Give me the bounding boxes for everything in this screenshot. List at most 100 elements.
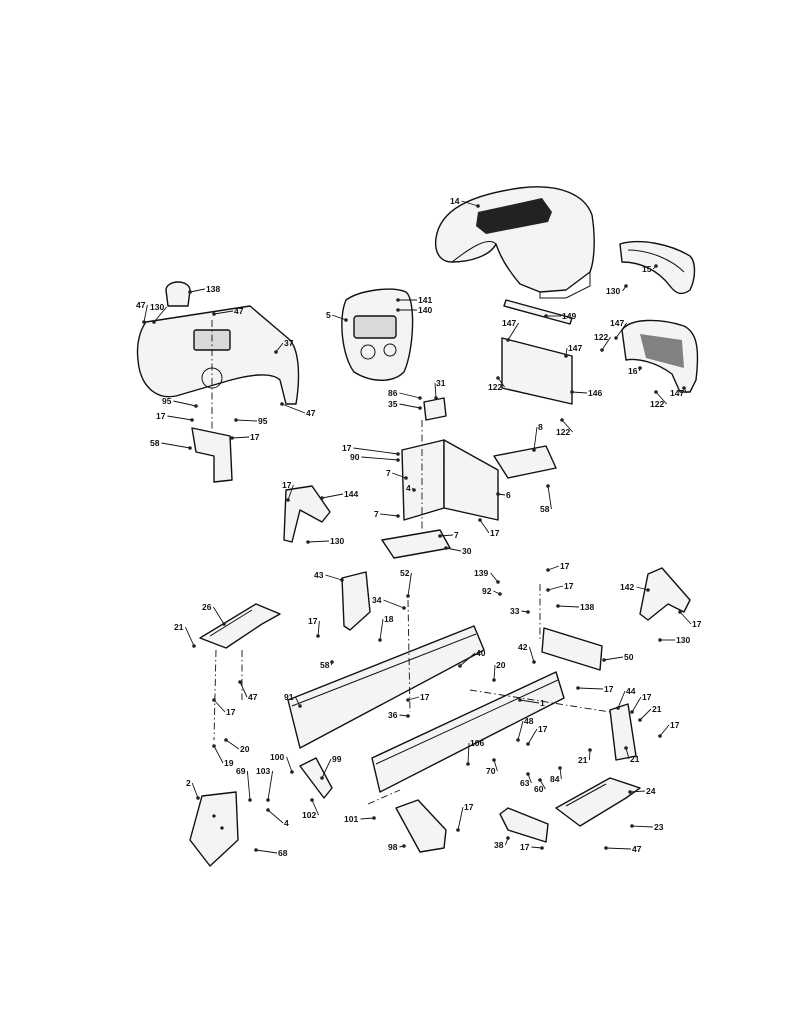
fastener-c31 — [434, 396, 438, 400]
dashboard-panel-5 — [341, 288, 414, 381]
callout-c60: 60 — [534, 784, 544, 794]
fastener-c34 — [402, 606, 406, 610]
fastener-c103 — [266, 798, 270, 802]
leader-c17c — [353, 447, 399, 455]
leader-c7a — [392, 472, 407, 479]
leader-c142 — [636, 586, 649, 591]
fastener-c95a — [194, 404, 198, 408]
callout-c47a: 47 — [136, 300, 146, 310]
fastener-c60 — [538, 778, 542, 782]
leader-c44 — [617, 690, 626, 709]
footrest-24 — [555, 777, 641, 827]
fastener-c20b — [224, 738, 228, 742]
fastener-c98 — [402, 844, 406, 848]
leader-c20a — [493, 664, 496, 681]
leader-c50 — [603, 656, 624, 661]
leader-c43 — [325, 574, 343, 581]
fastener-c15 — [654, 264, 658, 268]
fastener-c17g — [546, 588, 550, 592]
callout-c17b: 17 — [250, 432, 260, 442]
callout-c17h: 17 — [692, 619, 702, 629]
leader-c4b — [267, 809, 284, 824]
fastener-c63 — [526, 772, 530, 776]
callout-c101: 101 — [344, 814, 358, 824]
leader-c17d — [479, 519, 490, 534]
leader-c52 — [407, 572, 412, 597]
fastener-c47a — [142, 320, 146, 324]
fastener-c2 — [196, 796, 200, 800]
callout-c17e: 17 — [282, 480, 292, 490]
leader-c47d — [239, 681, 248, 698]
fastener-c47b — [212, 312, 216, 316]
callout-c17g: 17 — [564, 581, 574, 591]
callout-c7c: 7 — [454, 530, 459, 540]
callout-c17c: 17 — [342, 443, 352, 453]
pedal-144 — [283, 485, 331, 543]
callout-c147d: 147 — [610, 318, 624, 328]
leader-c106 — [467, 742, 470, 765]
callout-c19: 19 — [224, 758, 234, 768]
callout-c20b: 20 — [240, 744, 250, 754]
fastener-c47d — [238, 680, 242, 684]
leader-c70 — [493, 759, 498, 772]
fastener-c122b — [560, 418, 564, 422]
fastener-c95b — [234, 418, 238, 422]
leader-c144 — [321, 493, 344, 499]
footrest-26 — [199, 603, 281, 649]
fastener-c30 — [444, 546, 448, 550]
leader-c68 — [255, 849, 278, 854]
fastener-c23 — [630, 824, 634, 828]
leader-c37 — [275, 342, 284, 353]
leader-c147d — [615, 322, 627, 339]
fastener-c21c — [624, 746, 628, 750]
grille-16 — [621, 319, 699, 393]
callout-c91: 91 — [284, 692, 294, 702]
fastener-c52 — [406, 594, 410, 598]
callout-c38: 38 — [494, 840, 504, 850]
fastener-c130c — [306, 540, 310, 544]
leader-c17o — [527, 728, 538, 745]
fastener-c14 — [476, 204, 480, 208]
callout-c37: 37 — [284, 338, 294, 348]
leader-c17a — [167, 415, 193, 421]
fastener-c18 — [378, 638, 382, 642]
fastener-c100 — [290, 770, 294, 774]
fastener-c122a — [496, 376, 500, 380]
fastener-c140 — [396, 308, 400, 312]
fastener-c37 — [274, 350, 278, 354]
leader-c95b — [235, 419, 258, 422]
leader-c122d — [655, 391, 667, 405]
fastener-c16 — [638, 366, 642, 370]
callout-c4: 4 — [406, 483, 411, 493]
callout-c21d: 21 — [578, 755, 588, 765]
leader-c31 — [434, 382, 437, 399]
leader-c122c — [601, 336, 611, 351]
callout-c130d: 130 — [676, 635, 690, 645]
leader-c146 — [571, 391, 588, 394]
fastener-c47e — [604, 846, 608, 850]
fastener-c69 — [248, 798, 252, 802]
callout-c4b: 4 — [284, 818, 289, 828]
leader-c18 — [379, 618, 384, 641]
fastener-c36 — [406, 714, 410, 718]
callout-c68: 68 — [278, 848, 288, 858]
side-panel-15 — [619, 241, 696, 295]
callout-c17n: 17 — [670, 720, 680, 730]
leader-c47e — [605, 847, 632, 850]
leader-c100 — [286, 756, 293, 773]
leader-c95a — [173, 400, 197, 407]
fastener-c147a — [506, 338, 510, 342]
callout-c147c: 147 — [670, 388, 684, 398]
callout-c17a: 17 — [156, 411, 166, 421]
leader-c139 — [490, 572, 499, 583]
fastener-c24 — [628, 790, 632, 794]
callout-c17o: 17 — [538, 724, 548, 734]
callout-c21a: 21 — [174, 622, 184, 632]
fastener-c122d — [654, 390, 658, 394]
leader-c17l — [577, 687, 604, 690]
hood-part — [434, 186, 595, 299]
leader-c58b — [547, 485, 552, 510]
callout-c58b: 58 — [540, 504, 550, 514]
leader-c138b — [557, 605, 580, 608]
fastener-c86 — [418, 396, 422, 400]
